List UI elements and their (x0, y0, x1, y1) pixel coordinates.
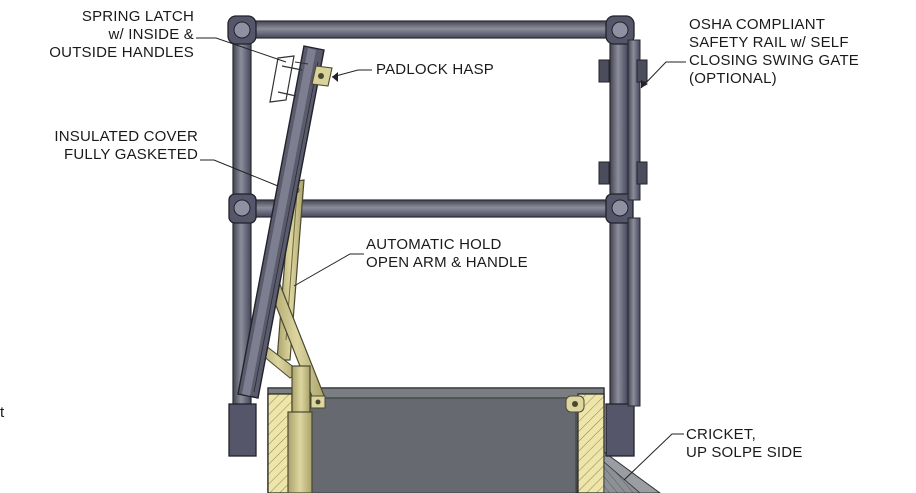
swing-gate (598, 39, 648, 407)
leader-cricket (623, 433, 684, 481)
leader-osha-rail (640, 61, 686, 89)
label-line: w/ INSIDE & (108, 26, 194, 43)
top-right-elbow (605, 15, 635, 45)
leader-insulated-cover (200, 159, 279, 187)
label-line: SAFETY RAIL w/ SELF (689, 34, 849, 51)
leader-lines (196, 37, 686, 481)
mid-left-tee (228, 193, 257, 224)
label-edge-fragment: t (0, 404, 4, 422)
label-line: UP SOLPE SIDE (686, 444, 803, 461)
label-cricket: CRICKET, UP SOLPE SIDE (686, 426, 803, 462)
label-insulated-cover: INSULATED COVER FULLY GASKETED (54, 128, 198, 164)
label-line: INSULATED COVER (54, 128, 198, 145)
label-padlock-hasp: PADLOCK HASP (376, 61, 494, 79)
label-line: OSHA COMPLIANT (689, 16, 826, 33)
label-line: FULLY GASKETED (64, 146, 198, 163)
top-left-elbow (227, 15, 257, 45)
label-spring-latch: SPRING LATCH w/ INSIDE & OUTSIDE HANDLES (49, 8, 194, 62)
label-line: CRICKET, (686, 426, 756, 443)
right-base (605, 403, 635, 457)
label-line: OPEN ARM & HANDLE (366, 254, 528, 271)
leader-spring-latch (196, 37, 287, 63)
label-line: OUTSIDE HANDLES (49, 44, 194, 61)
leader-padlock-hasp (331, 69, 372, 78)
label-line: t (0, 404, 5, 421)
label-osha-rail: OSHA COMPLIANT SAFETY RAIL w/ SELF CLOSI… (689, 16, 859, 88)
label-hold-open-arm: AUTOMATIC HOLD OPEN ARM & HANDLE (366, 236, 528, 272)
label-line: PADLOCK HASP (376, 61, 494, 78)
safety-rail (227, 15, 648, 457)
padlock-hasp (311, 65, 333, 87)
insulated-cover (237, 45, 325, 399)
label-line: SPRING LATCH (81, 8, 194, 25)
spring-latch (269, 55, 309, 103)
label-line: CLOSING SWING GATE (689, 52, 860, 69)
mid-right-tee (605, 193, 634, 224)
label-line: (OPTIONAL) (689, 70, 777, 87)
leader-hold-open-arm (293, 253, 364, 287)
label-line: AUTOMATIC HOLD (366, 236, 502, 253)
left-base (228, 403, 257, 457)
